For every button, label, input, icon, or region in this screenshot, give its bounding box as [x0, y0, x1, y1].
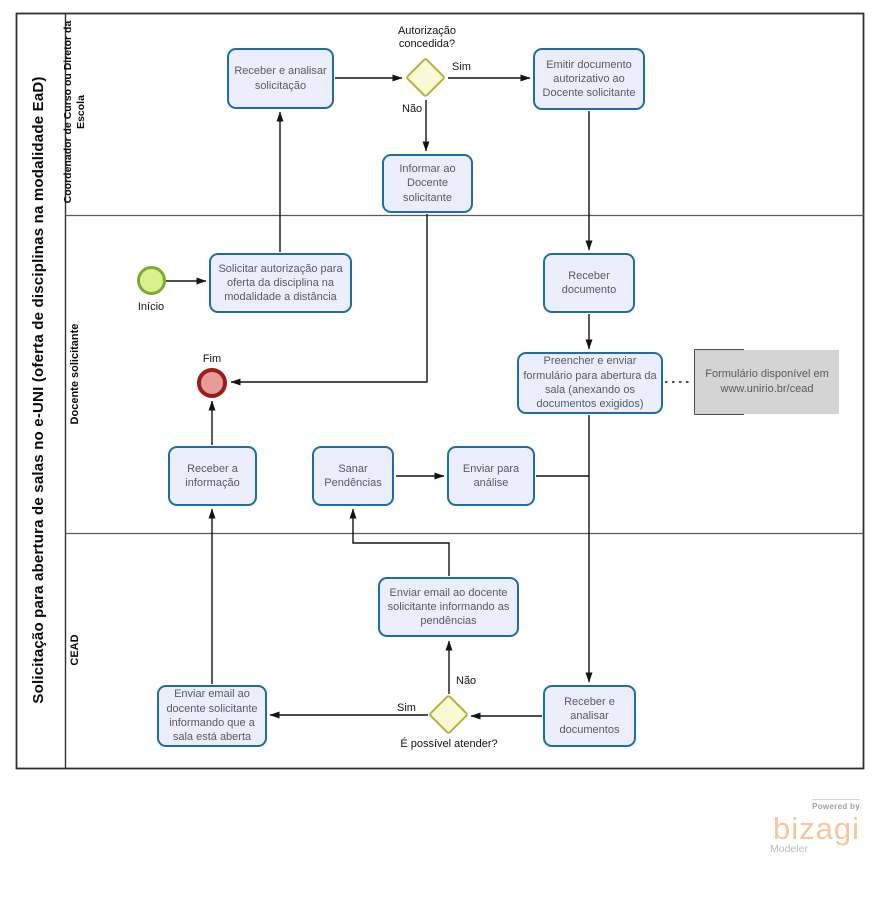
bizagi-watermark: Powered by bizagi Modeler [758, 796, 860, 855]
bizagi-logo: bizagi [773, 811, 860, 846]
lane-label-cead: CEAD [69, 634, 81, 666]
task-receber-documento[interactable]: Receber documento [543, 253, 635, 313]
task-emitir-documento[interactable]: Emitir documento autorizativo ao Docente… [533, 48, 645, 110]
task-enviar-email-sala-aberta[interactable]: Enviar email ao docente solicitante info… [157, 685, 267, 747]
start-event-inicio[interactable] [137, 266, 166, 295]
flow-pendencias-sanar [349, 508, 450, 576]
task-receber-analisar-documentos[interactable]: Receber e analisar documentos [543, 685, 636, 747]
flow-informar-fim [230, 214, 428, 386]
lane-label-docente: Docente solicitante [69, 323, 81, 425]
end-event-label: Fim [202, 353, 222, 365]
start-event-label: Início [137, 301, 165, 313]
end-event-fim[interactable] [197, 368, 227, 398]
task-receber-analisar-solicitacao[interactable]: Receber e analisar solicitação [227, 48, 334, 109]
flow-label-nao-atender: Não [456, 675, 477, 687]
task-solicitar-autorizacao[interactable]: Solicitar autorização para oferta da dis… [209, 253, 352, 313]
powered-by-text: Powered by [812, 799, 860, 811]
task-enviar-email-pendencias[interactable]: Enviar email ao docente solicitante info… [378, 577, 519, 637]
task-receber-informacao[interactable]: Receber a informação [168, 446, 257, 506]
annotation-formulario[interactable]: Formulário disponível em www.unirio.br/c… [695, 350, 839, 414]
task-sanar-pendencias[interactable]: Sanar Pendências [312, 446, 394, 506]
task-preencher-formulario[interactable]: Preencher e enviar formulário para abert… [517, 352, 663, 414]
flow-label-nao-autorizacao: Não [402, 103, 423, 115]
gateway-autorizacao-label: Autorização concedida? [397, 25, 457, 50]
flow-label-sim-atender: Sim [397, 702, 416, 714]
gateway-atender-label: É possível atender? [400, 738, 498, 750]
flow-label-sim-autorizacao: Sim [452, 61, 471, 73]
pool-border [15, 12, 865, 770]
modeler-text: Modeler [770, 843, 808, 856]
task-enviar-para-analise[interactable]: Enviar para análise [447, 446, 535, 506]
pool-title: Solicitação para abertura de salas no e-… [30, 76, 47, 704]
task-informar-docente[interactable]: Informar ao Docente solicitante [382, 154, 473, 213]
lane-label-coordenador: Coordenador de Curso ou Diretor da Escol… [62, 20, 88, 204]
